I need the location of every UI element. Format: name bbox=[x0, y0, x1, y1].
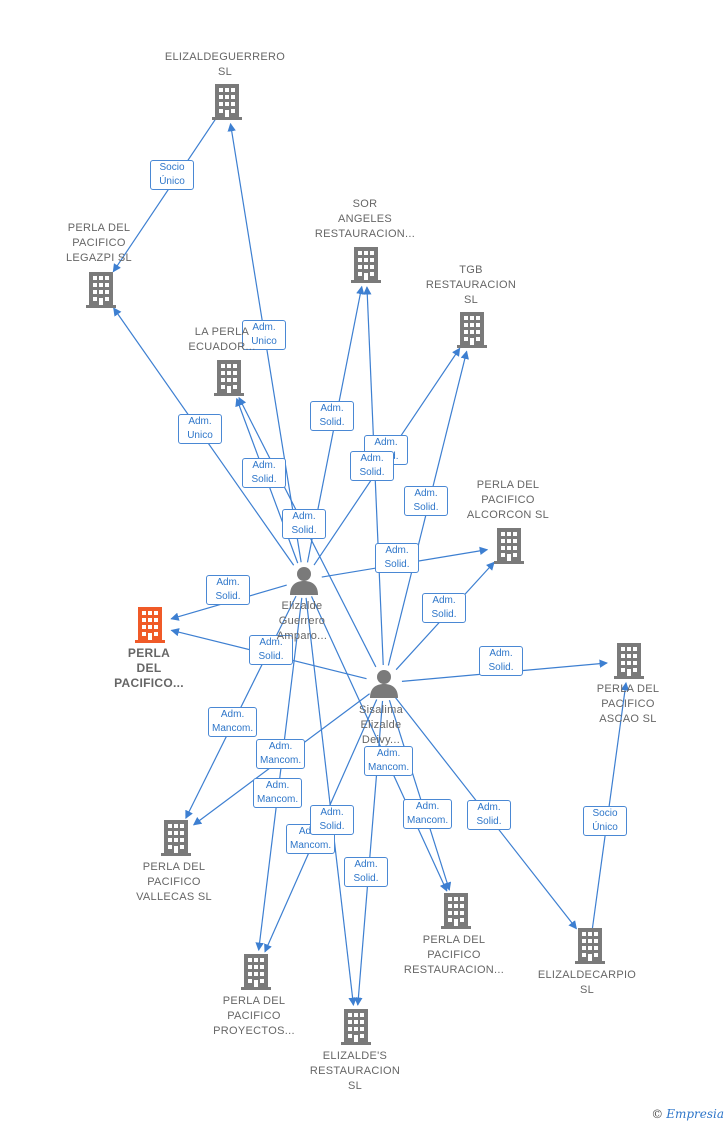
edge-label[interactable]: Adm. Solid. bbox=[310, 401, 354, 431]
edge-label[interactable]: Adm. Solid. bbox=[479, 646, 523, 676]
building-icon[interactable] bbox=[135, 607, 165, 643]
building-icon[interactable] bbox=[161, 820, 191, 856]
edge-label[interactable]: Adm. Solid. bbox=[242, 458, 286, 488]
building-icon[interactable] bbox=[214, 360, 244, 396]
person-icon[interactable] bbox=[370, 670, 398, 698]
node-label-focus[interactable]: PERLA DEL PACIFICO... bbox=[114, 646, 184, 690]
edge-label[interactable]: Adm. Solid. bbox=[249, 635, 293, 665]
edge-label[interactable]: Adm. Solid. bbox=[404, 486, 448, 516]
edge-label[interactable]: Adm. Solid. bbox=[282, 509, 326, 539]
edge-label[interactable]: Adm. Unico bbox=[242, 320, 286, 350]
node-label-alcorcon[interactable]: PERLA DEL PACIFICO ALCORCON SL bbox=[466, 479, 550, 521]
edge-label[interactable]: Adm. Solid. bbox=[310, 805, 354, 835]
node-label-tgb[interactable]: TGB RESTAURACION SL bbox=[425, 264, 517, 306]
node-label-p1[interactable]: Elizalde Guerrero Amparo... bbox=[276, 600, 328, 642]
edge-label[interactable]: Socio Único bbox=[150, 160, 194, 190]
edge-p2-to-restauracion bbox=[388, 699, 452, 891]
building-icon[interactable] bbox=[614, 643, 644, 679]
node-label-ascao[interactable]: PERLA DEL PACIFICO ASCAO SL bbox=[596, 683, 660, 725]
building-icon[interactable] bbox=[351, 247, 381, 283]
node-label-elizaldecarpio[interactable]: ELIZALDECARPIO SL bbox=[537, 969, 637, 996]
node-label-restauracion[interactable]: PERLA DEL PACIFICO RESTAURACION... bbox=[403, 934, 505, 976]
edge-label[interactable]: Adm. Solid. bbox=[422, 593, 466, 623]
building-icon[interactable] bbox=[575, 928, 605, 964]
node-label-proyectos[interactable]: PERLA DEL PACIFICO PROYECTOS... bbox=[213, 995, 295, 1037]
edge-label[interactable]: Adm. Mancom. bbox=[403, 799, 453, 829]
edge-label[interactable]: Adm. Solid. bbox=[375, 543, 419, 573]
empresia-logo-text: Empresia bbox=[666, 1107, 724, 1121]
edge-label[interactable]: Adm. Solid. bbox=[350, 451, 394, 481]
building-icon[interactable] bbox=[457, 312, 487, 348]
node-label-vallecas[interactable]: PERLA DEL PACIFICO VALLECAS SL bbox=[136, 861, 212, 903]
edge-label[interactable]: Adm. Solid. bbox=[467, 800, 511, 830]
building-icon[interactable] bbox=[341, 1009, 371, 1045]
edge-elizaldeguerrero-to-legazpi bbox=[112, 116, 218, 273]
edge-label[interactable]: Adm. Solid. bbox=[206, 575, 250, 605]
node-label-elizaldeguerrero[interactable]: ELIZALDEGUERRERO SL bbox=[164, 51, 286, 78]
edge-elizaldecarpio-to-ascao bbox=[591, 681, 630, 929]
person-icon[interactable] bbox=[290, 567, 318, 595]
edge-p1-to-proyectos bbox=[255, 597, 303, 951]
building-icon[interactable] bbox=[441, 893, 471, 929]
edge-p1-to-elizaldes bbox=[305, 597, 357, 1006]
node-label-elizaldes[interactable]: ELIZALDE'S RESTAURACION SL bbox=[309, 1050, 401, 1092]
building-icon[interactable] bbox=[212, 84, 242, 120]
edge-label[interactable]: Adm. Unico bbox=[178, 414, 222, 444]
building-icon[interactable] bbox=[241, 954, 271, 990]
building-icon[interactable] bbox=[86, 272, 116, 308]
node-label-sor[interactable]: SOR ANGELES RESTAURACION... bbox=[314, 198, 416, 240]
copyright-icon: © bbox=[651, 1107, 664, 1121]
node-label-ecuador[interactable]: LA PERLA ECUADOR... bbox=[188, 326, 256, 353]
edge-label[interactable]: Adm. Mancom. bbox=[208, 707, 258, 737]
node-label-legazpi[interactable]: PERLA DEL PACIFICO LEGAZPI SL bbox=[66, 222, 132, 264]
edge-label[interactable]: Adm. Mancom. bbox=[253, 778, 303, 808]
building-icon[interactable] bbox=[494, 528, 524, 564]
empresia-watermark: ©Empresia bbox=[651, 1107, 724, 1121]
node-label-p2[interactable]: Sisalima Elizalde Deivy... bbox=[359, 704, 403, 746]
edge-label[interactable]: Adm. Mancom. bbox=[364, 746, 414, 776]
edge-label[interactable]: Adm. Solid. bbox=[344, 857, 388, 887]
edge-label[interactable]: Socio Único bbox=[583, 806, 627, 836]
edge-label[interactable]: Adm. Mancom. bbox=[256, 739, 306, 769]
